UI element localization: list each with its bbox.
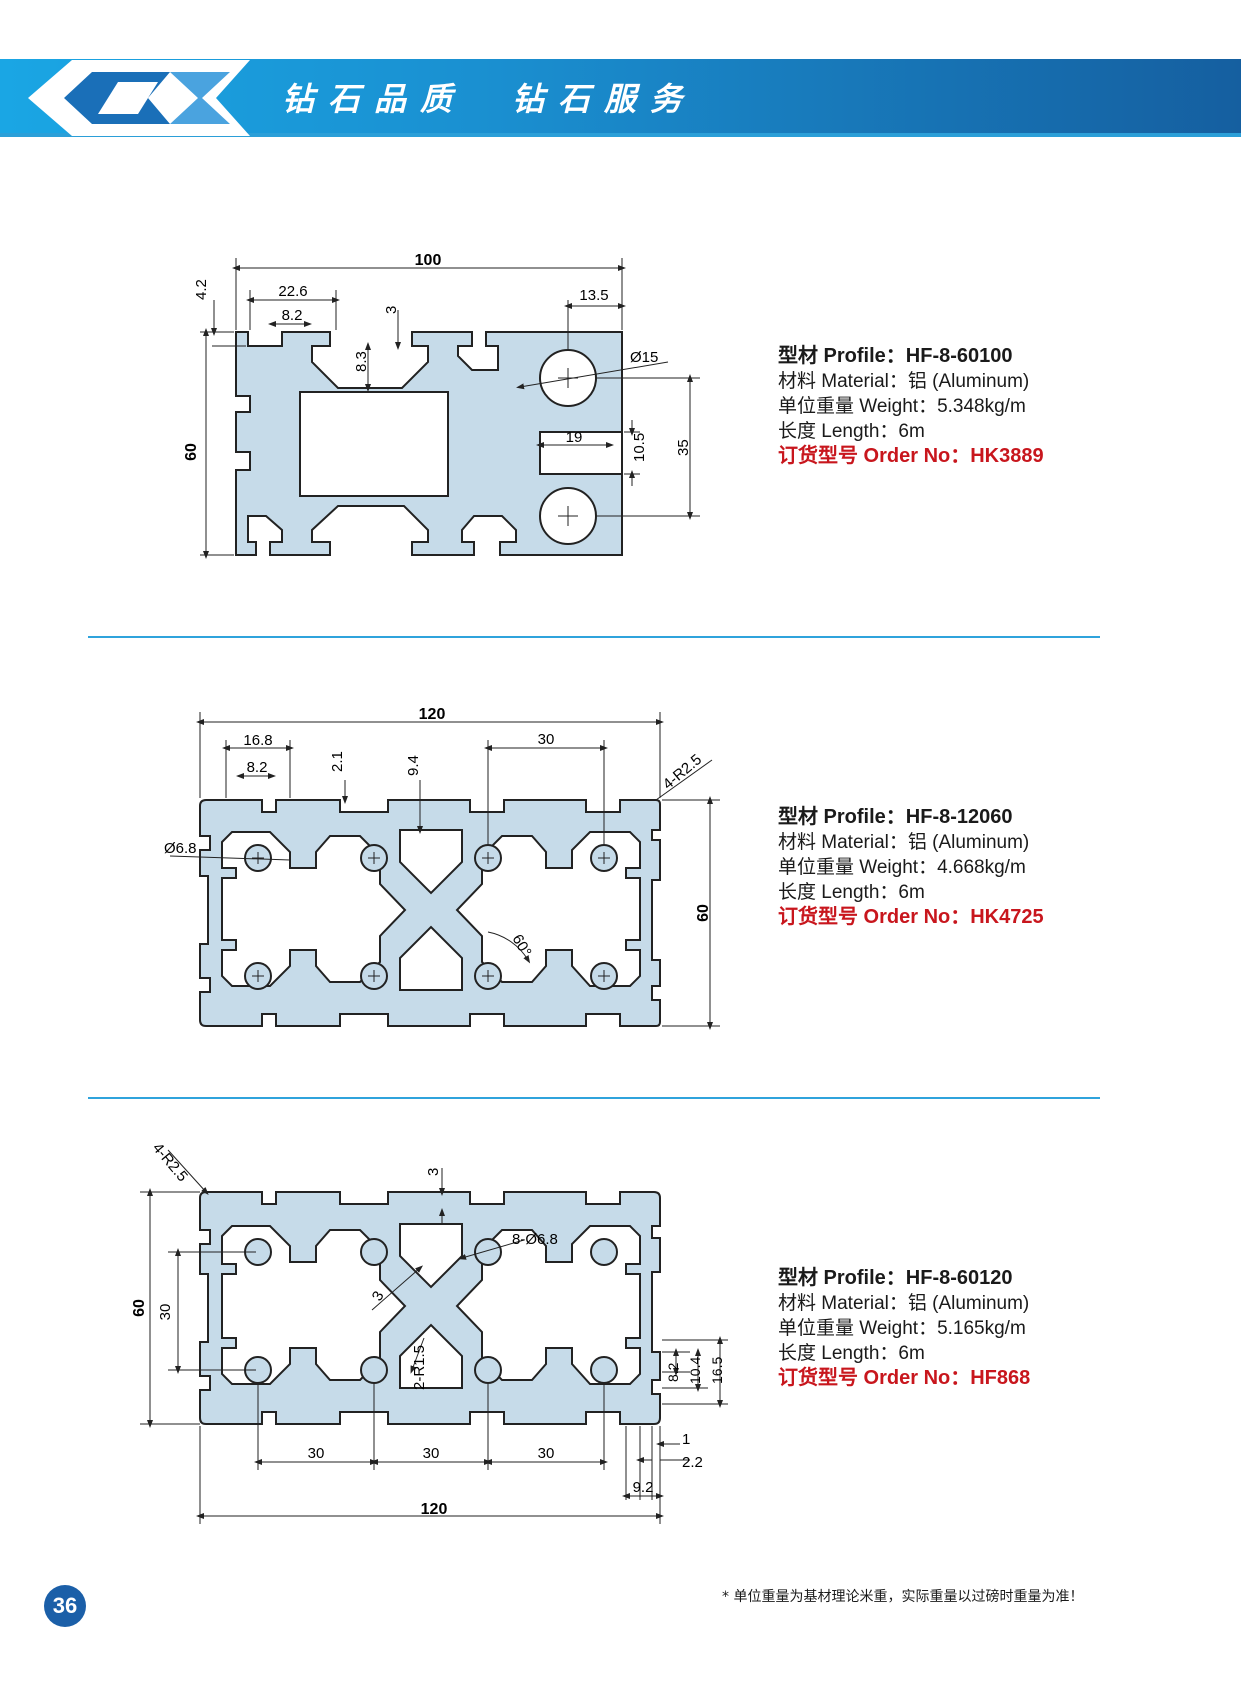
spec-material: 材料 Material：铝 (Aluminum) — [778, 832, 1030, 853]
dim-text: 120 — [419, 706, 446, 723]
spec-weight: 单位重量 Weight：4.668kg/m — [778, 857, 1026, 878]
header-slogan: 钻石品质 钻石服务 — [282, 80, 697, 118]
dim-text: 8.2 — [282, 307, 303, 324]
dim-text: 60 — [183, 443, 200, 461]
dim-text: 16.5 — [709, 1357, 725, 1384]
spec-material: 材料 Material：铝 (Aluminum) — [778, 371, 1030, 392]
dim-text: 3 — [425, 1168, 442, 1176]
dim-text: 9.4 — [405, 755, 422, 776]
dim-text: 30 — [308, 1445, 325, 1462]
profile-1-drawing: 100 22.6 8.2 4.2 60 3 8.3 13.5 Ø15 19 10… — [183, 252, 700, 559]
section-divider — [88, 1097, 1100, 1099]
dim-text: 30 — [538, 731, 555, 748]
dim-text: 2.1 — [329, 751, 346, 772]
spec-length: 长度 Length：6m — [778, 1343, 925, 1364]
section-divider — [88, 636, 1100, 638]
dim-text: 8.2 — [665, 1362, 681, 1382]
dim-text: 8.2 — [247, 759, 268, 776]
dim-text: 35 — [675, 439, 692, 456]
dim-text: 4-R2.5 — [149, 1140, 191, 1185]
dim-text: 4-R2.5 — [660, 751, 705, 793]
profile-2-drawing: 120 16.8 8.2 2.1 9.4 30 4-R2.5 Ø6.8 60° … — [164, 706, 720, 1030]
spec-title: 型材 Profile：HF-8-60120 — [778, 1267, 1013, 1289]
dim-text: 30 — [538, 1445, 555, 1462]
dim-text: 10.4 — [687, 1357, 703, 1384]
spec-order: 订货型号 Order No：HK3889 — [778, 445, 1044, 467]
dim-text: 1 — [682, 1431, 690, 1448]
dim-text: 16.8 — [243, 732, 272, 749]
spec-length: 长度 Length：6m — [778, 421, 925, 442]
spec-material: 材料 Material：铝 (Aluminum) — [778, 1293, 1030, 1314]
dim-text: Ø15 — [630, 349, 658, 366]
product-spec-3: 型材 Profile：HF-8-60120 材料 Material：铝 (Alu… — [778, 1266, 1030, 1391]
profile-3-drawing: 4-R2.5 3 8-Ø6.8 60 30 3 2-R1.5 8.2 10.4 … — [131, 1140, 728, 1524]
dim-text: 8-Ø6.8 — [512, 1231, 558, 1248]
spec-weight: 单位重量 Weight：5.348kg/m — [778, 396, 1026, 417]
dim-text: 9.2 — [633, 1479, 654, 1496]
dim-text: 100 — [415, 252, 442, 269]
weight-footnote: * 单位重量为基材理论米重，实际重量以过磅时重量为准！ — [722, 1589, 1084, 1605]
dim-text: 2.2 — [682, 1454, 703, 1471]
spec-order: 订货型号 Order No：HF868 — [778, 1367, 1031, 1389]
spec-title: 型材 Profile：HF-8-12060 — [778, 806, 1013, 828]
dim-text: 4.2 — [193, 279, 210, 300]
product-spec-2: 型材 Profile：HF-8-12060 材料 Material：铝 (Alu… — [778, 805, 1044, 930]
page-number: 36 — [44, 1585, 86, 1627]
dim-text: 3 — [383, 306, 400, 314]
dim-text: 19 — [566, 429, 583, 446]
dim-text: 13.5 — [579, 287, 608, 304]
dim-text: 8.3 — [353, 351, 370, 372]
header-underline — [0, 133, 1241, 137]
spec-length: 长度 Length：6m — [778, 882, 925, 903]
dim-text: 22.6 — [278, 283, 307, 300]
spec-title: 型材 Profile：HF-8-60100 — [778, 345, 1013, 367]
dim-text: 120 — [421, 1501, 448, 1518]
product-spec-1: 型材 Profile：HF-8-60100 材料 Material：铝 (Alu… — [778, 344, 1044, 469]
spec-weight: 单位重量 Weight：5.165kg/m — [778, 1318, 1026, 1339]
company-logo-icon — [28, 60, 250, 136]
dim-text: 60 — [131, 1299, 148, 1317]
dim-text: 60 — [695, 904, 712, 922]
dim-text: 2-R1.5 — [411, 1345, 428, 1390]
dim-text: 30 — [423, 1445, 440, 1462]
spec-order: 订货型号 Order No：HK4725 — [778, 906, 1044, 928]
dim-text: Ø6.8 — [164, 840, 197, 857]
dim-text: 10.5 — [631, 433, 648, 462]
dim-text: 30 — [157, 1304, 174, 1321]
